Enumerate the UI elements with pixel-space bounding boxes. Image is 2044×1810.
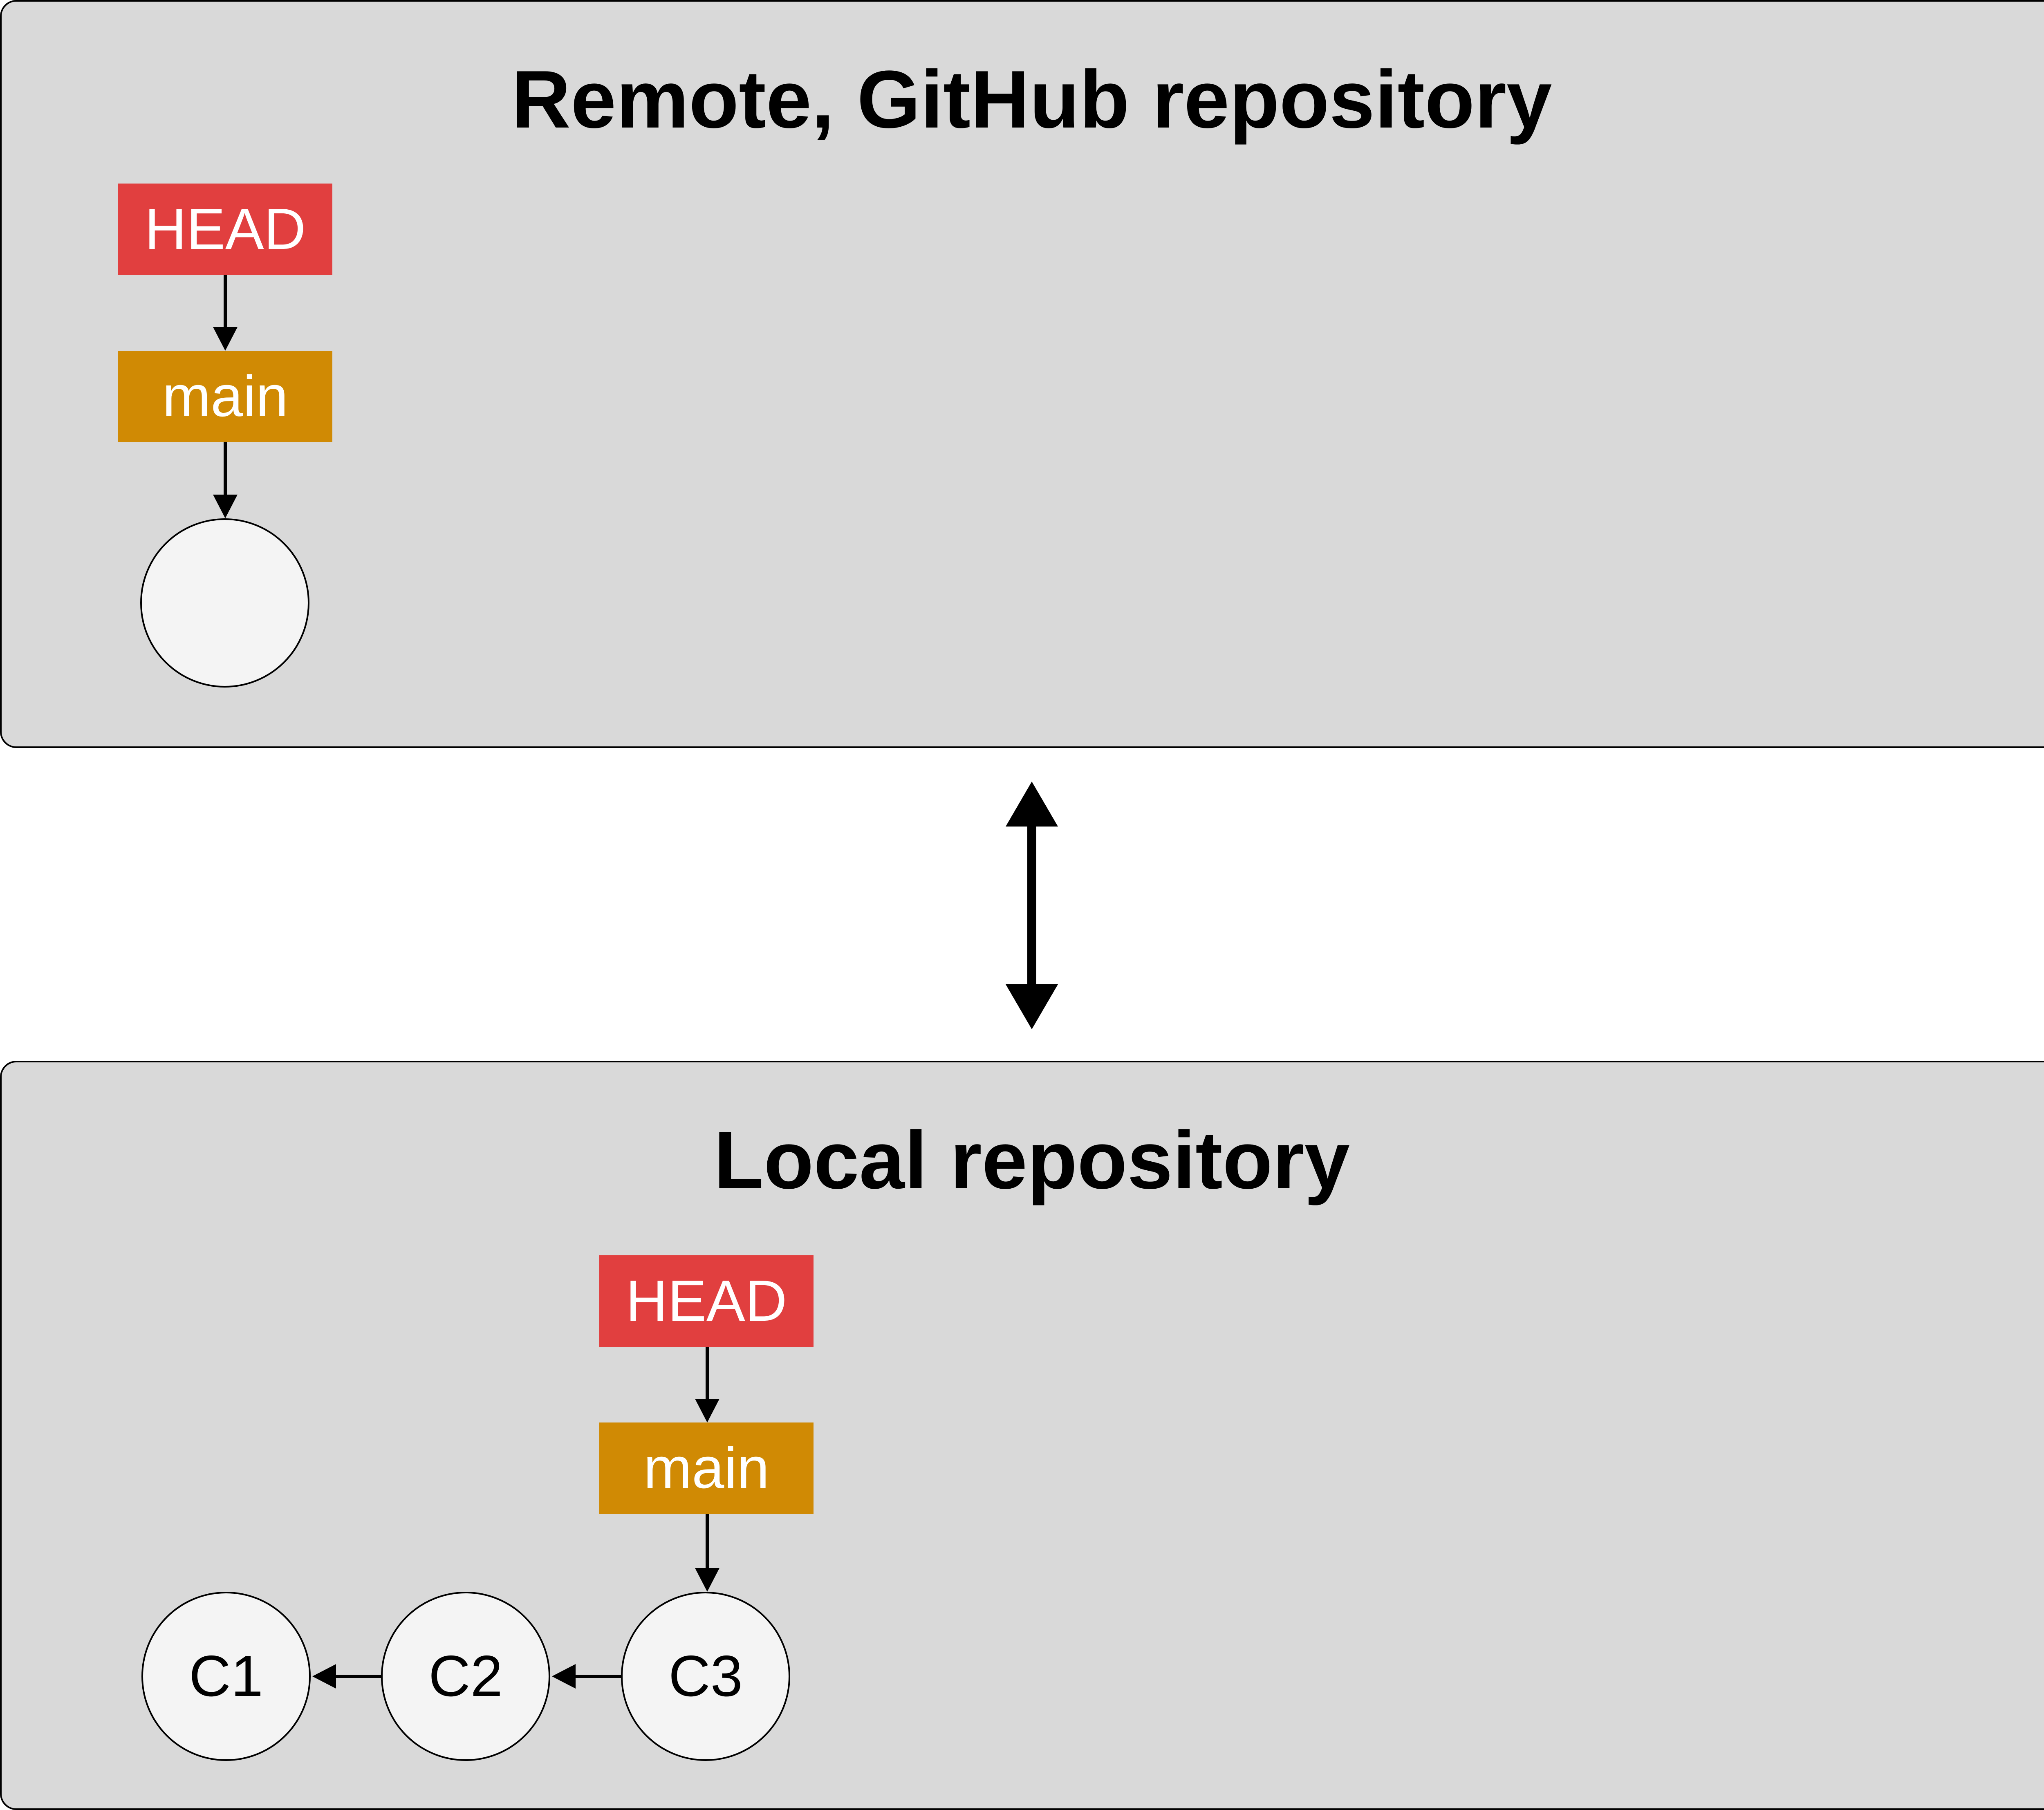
- local-commit-c3: C3: [621, 1592, 790, 1761]
- remote-repository-title: Remote, GitHub repository: [511, 54, 1552, 145]
- remote-repository-panel: Remote, GitHub repository: [0, 0, 2044, 748]
- remote-branch-main-label: main: [118, 351, 332, 442]
- remote-head-label: HEAD: [118, 184, 332, 275]
- local-commit-c1: C1: [141, 1592, 311, 1761]
- local-head-label: HEAD: [599, 1255, 814, 1347]
- remote-commit-node: [140, 518, 309, 688]
- local-commit-c2: C2: [381, 1592, 550, 1761]
- local-repository-panel: Local repository: [0, 1061, 2044, 1810]
- sync-double-arrow: [1006, 782, 1058, 1029]
- local-branch-main-label: main: [599, 1422, 814, 1514]
- local-repository-title: Local repository: [714, 1115, 1350, 1206]
